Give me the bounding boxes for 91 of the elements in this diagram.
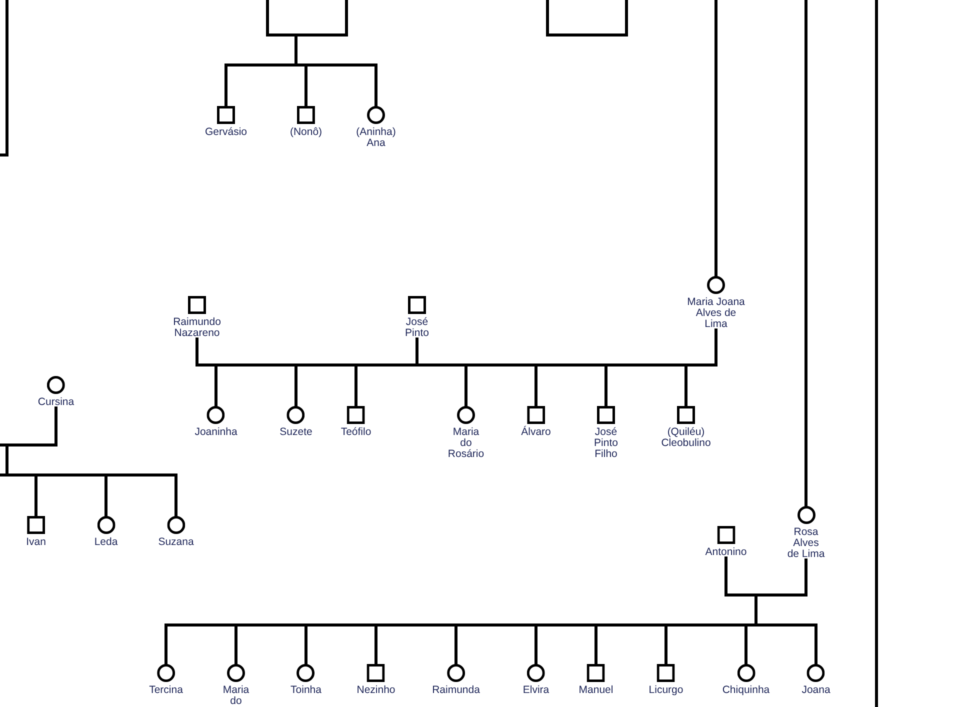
person-name: Joana [802,685,830,696]
descent-line [6,444,8,476]
person-name: Elvira [522,685,550,696]
descent-line [454,624,538,626]
descent-line [304,64,308,108]
person-name: José Pinto [404,317,430,339]
descent-line [534,624,538,666]
descent-line [234,624,308,626]
descent-line [374,64,378,108]
descent-line [454,624,458,666]
descent-line [6,474,38,476]
descent-line [664,624,668,666]
descent-line [294,64,308,66]
descent-line [714,328,718,366]
descent-line [744,624,748,666]
descent-line [684,364,688,408]
descent-line [714,0,718,278]
descent-line [294,364,298,408]
descent-line [464,364,538,366]
descent-line [374,624,378,666]
person-name: (Quiléu) Cleobulino [660,427,712,449]
person-name: Ivan [26,537,46,548]
descent-line [534,364,538,408]
person-name: (Aninha) Ana [355,127,397,149]
person-name: Joaninha [194,427,238,438]
descent-line [664,624,748,626]
descent-line [294,34,298,66]
descent-line [534,364,608,366]
descent-line [34,474,38,518]
descent-line [294,364,358,366]
person-name: Tercina [149,685,183,696]
descent-line [104,474,178,476]
person-name: Teófilo [340,427,372,438]
person-name: Nezinho [356,685,396,696]
person-name: Rosa Alves de Lima [786,527,826,560]
descent-line [594,624,668,626]
descent-line [196,364,218,366]
descent-line [724,594,758,596]
descent-line [374,624,458,626]
person-name: Álvaro [521,427,551,438]
person-name: Maria Joana Alves de Lima [686,297,746,330]
person-name: Raimunda [432,685,480,696]
descent-line [354,364,418,366]
person-name: Gervásio [205,127,247,138]
descent-line [754,594,808,596]
descent-line [214,364,298,366]
person-name: Toinha [290,685,322,696]
descent-line [34,474,108,476]
descent-line [104,474,108,518]
descent-line [416,364,468,366]
descent-line [54,406,58,446]
descent-line [214,364,218,408]
descent-line [304,624,378,626]
descent-line [754,624,818,626]
descent-line [354,364,358,408]
descent-line [804,0,808,508]
descent-line [174,474,178,518]
descent-line [224,64,298,66]
descent-line [814,624,818,666]
descent-line [684,364,718,366]
person-name: Cursina [38,397,74,408]
person-name: Maria do [222,685,250,707]
descent-line [534,624,598,626]
descent-line [304,64,378,66]
descent-line [804,558,808,596]
descent-line [304,624,308,666]
descent-line [196,338,198,366]
descent-line [464,364,468,408]
person-name: Chiquinha [722,685,770,696]
person-name: (Nonô) [290,127,322,138]
person-name: Antonino [705,547,747,558]
descent-line [224,64,228,108]
descent-line [164,624,238,626]
descent-line [604,364,688,366]
person-name: Suzana [158,537,194,548]
descent-line [594,624,598,666]
descent-line [416,338,418,366]
person-name: Maria do Rosário [447,427,485,460]
person-name: Leda [94,537,118,548]
person-name: Raimundo Nazareno [172,317,222,339]
descent-line [724,556,728,596]
person-name: Manuel [578,685,614,696]
descent-line [234,624,238,666]
descent-line [604,364,608,408]
descent-line [754,594,758,626]
person-name: Licurgo [648,685,684,696]
person-name: Suzete [280,427,312,438]
descent-line [744,624,758,626]
person-name: José Pinto Filho [593,427,619,460]
descent-line [6,444,58,446]
descent-line [164,624,168,666]
